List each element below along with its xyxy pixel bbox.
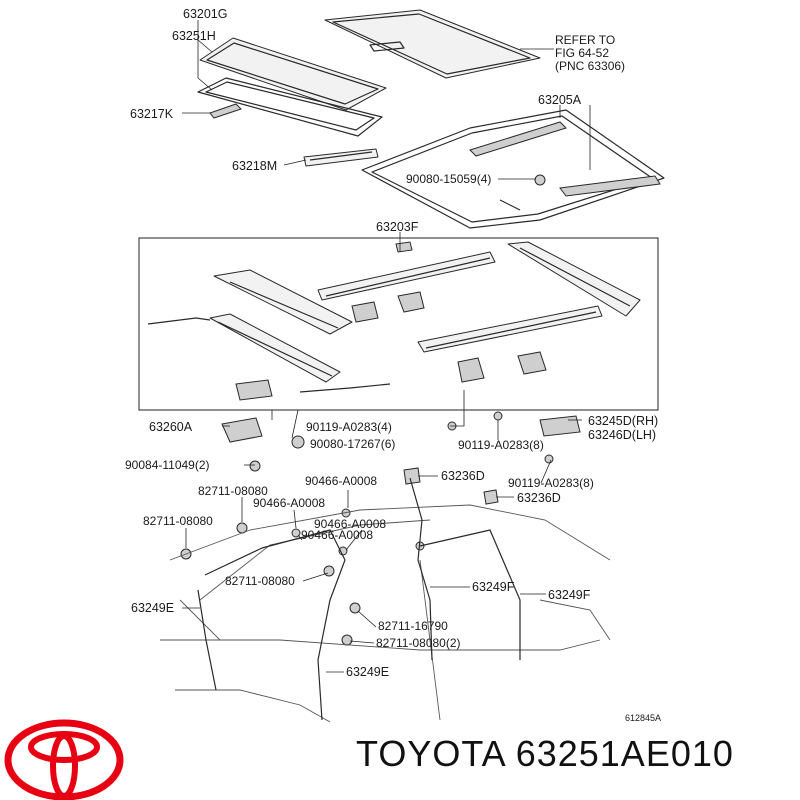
sunroof-housing-frame [361, 109, 665, 229]
label-90119-A0283-8b: 90119-A0283(8) [508, 476, 594, 490]
glass-clip [209, 103, 242, 119]
label-63245D: 63245D(RH) [588, 414, 658, 428]
label-90466-A0008-c: 90466-A0008 [314, 517, 386, 531]
label-63236D-b: 63236D [517, 491, 561, 505]
label-63260A: 63260A [149, 420, 193, 434]
label-63203F: 63203F [376, 220, 419, 234]
label-63236D-a: 63236D [441, 469, 485, 483]
label-82711-16790: 82711-16790 [378, 619, 448, 633]
label-63251H: 63251H [172, 29, 216, 43]
label-90119-A0283-4: 90119-A0283(4) [306, 420, 392, 434]
label-63217K: 63217K [130, 107, 174, 121]
drain-hoses [197, 477, 521, 721]
roof-frame-parts [147, 241, 641, 401]
label-90084-11049: 90084-11049(2) [125, 458, 210, 472]
refer-note-line3: (PNC 63306) [555, 59, 625, 73]
label-63205A: 63205A [538, 93, 582, 107]
label-82711-08080-c: 82711-08080 [225, 574, 295, 588]
label-63246D: 63246D(LH) [588, 428, 656, 442]
label-90466-A0008-b: 90466-A0008 [253, 496, 325, 510]
car-body-outline [160, 504, 611, 723]
wind-deflector [303, 148, 379, 167]
label-90466-A0008-a: 90466-A0008 [305, 474, 377, 488]
motor-and-fasteners [180, 411, 581, 646]
label-90466-A0008-d: 90466-A0008 [301, 528, 373, 542]
page-title: TOYOTA 63251AE010 [356, 733, 734, 774]
label-63249F-b: 63249F [548, 588, 591, 602]
glass-panel [199, 37, 387, 111]
detail-box [138, 237, 659, 411]
label-82711-08080-2: 82711-08080(2) [376, 636, 461, 650]
label-90080-17267: 90080-17267(6) [310, 437, 395, 451]
refer-note-line1: REFER TO [555, 33, 615, 47]
figure-code: 612845A [625, 713, 661, 723]
label-63218M: 63218M [232, 159, 277, 173]
label-82711-08080-a: 82711-08080 [198, 484, 268, 498]
label-82711-08080-b: 82711-08080 [143, 514, 213, 528]
weatherstrip [197, 77, 383, 137]
leader-lines [182, 20, 591, 673]
label-63201G: 63201G [183, 7, 227, 21]
label-90080-15059: 90080-15059(4) [406, 172, 491, 186]
label-63249F-a: 63249F [472, 580, 515, 594]
sunroof-glass-group [197, 37, 387, 167]
label-63249E-b: 63249E [346, 665, 389, 679]
label-63249E-a: 63249E [131, 601, 174, 615]
toyota-logo-icon [4, 719, 124, 800]
sunshade-panel [324, 9, 541, 79]
label-90119-A0283-8a: 90119-A0283(8) [458, 438, 544, 452]
refer-note-line2: FIG 64-52 [555, 46, 609, 60]
